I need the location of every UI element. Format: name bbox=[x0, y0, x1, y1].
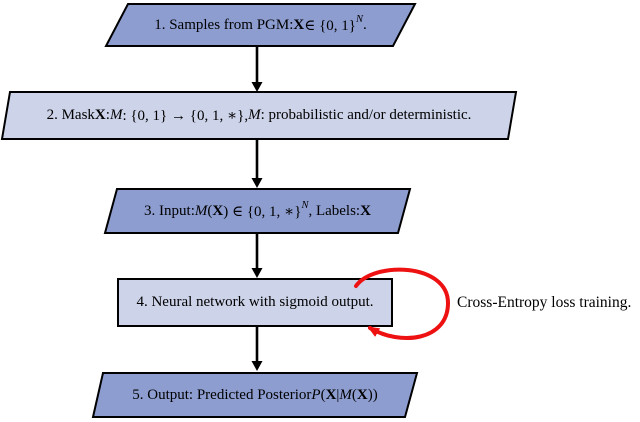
training-loop-label: Cross-Entropy loss training. bbox=[457, 294, 632, 311]
step-2-shape bbox=[0, 91, 518, 140]
flow-arrow-3 bbox=[251, 233, 263, 278]
step-5-shape bbox=[91, 372, 419, 418]
flow-arrow-2 bbox=[251, 139, 263, 188]
step-4-shape bbox=[117, 278, 393, 327]
training-loop-arrow bbox=[354, 267, 451, 340]
flow-arrow-1 bbox=[251, 46, 263, 92]
step-1-shape bbox=[104, 3, 417, 47]
step-3-shape bbox=[103, 188, 412, 234]
flow-arrow-4 bbox=[251, 326, 263, 371]
